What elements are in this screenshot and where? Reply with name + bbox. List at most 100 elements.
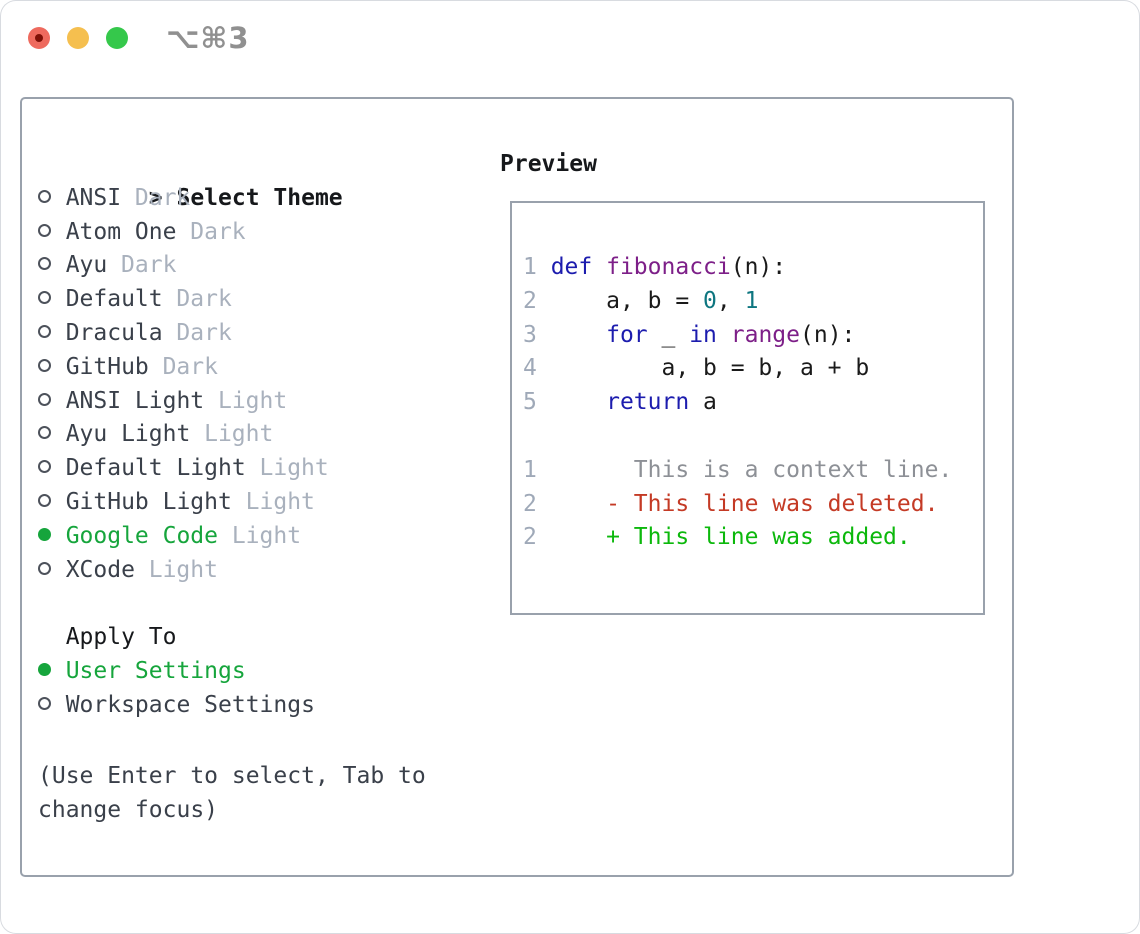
apply-to-title: Apply To — [65, 624, 177, 651]
radio-unselected-icon — [38, 426, 51, 440]
theme-variant-badge: Dark — [176, 286, 232, 313]
code-segment: This is a context line. — [536, 456, 953, 483]
code-line: 1 def fibonacci(n): — [523, 251, 983, 285]
radio-marker — [38, 486, 66, 520]
apply-to-label: Workspace Settings — [65, 691, 315, 718]
radio-marker — [38, 385, 66, 419]
code-segment: a — [689, 389, 717, 416]
code-segment — [717, 322, 731, 348]
window-titlebar: ⌥⌘3 — [0, 0, 1140, 76]
apply-to-option[interactable]: Workspace Settings — [38, 689, 426, 723]
selection-cursor-icon: > — [148, 184, 163, 211]
theme-name: ANSI Light — [65, 387, 205, 414]
select-theme-title: Select Theme — [176, 184, 343, 211]
radio-selected-icon — [38, 527, 51, 541]
code-segment: 1 — [523, 254, 551, 280]
code-line: 1 This is a context line. — [523, 454, 983, 488]
select-theme-header[interactable]: > Select Theme — [38, 148, 426, 211]
theme-list-item[interactable]: ANSI Dark — [38, 182, 426, 216]
radio-selected-icon — [38, 662, 51, 676]
keyboard-hint: (Use Enter to select, Tab to change focu… — [38, 760, 426, 828]
code-segment — [537, 389, 606, 415]
code-segment: 2 — [523, 287, 537, 314]
theme-list-item[interactable]: Dracula Dark — [38, 317, 426, 351]
theme-name: XCode — [65, 556, 135, 583]
theme-list-item[interactable]: XCode Light — [38, 554, 426, 588]
theme-variant-badge: Light — [259, 455, 329, 482]
radio-marker — [38, 317, 66, 351]
close-button[interactable] — [28, 27, 50, 49]
code-line: 2 + This line was added. — [523, 521, 983, 555]
theme-name: Ayu — [65, 252, 108, 279]
minimize-button[interactable] — [67, 27, 89, 49]
code-segment: 1 — [523, 456, 537, 483]
code-segment: for — [606, 321, 648, 348]
window-title: ⌥⌘3 — [166, 21, 250, 55]
code-segment: in — [689, 321, 717, 348]
radio-marker — [38, 655, 66, 689]
code-line: 4 a, b = b, a + b — [523, 352, 983, 386]
radio-unselected-icon — [38, 223, 51, 237]
theme-list-item[interactable]: Default Light Light — [38, 452, 426, 486]
keyboard-hint-line: change focus) — [38, 797, 219, 824]
theme-name: GitHub Light — [65, 488, 232, 515]
theme-variant-badge: Light — [245, 488, 315, 515]
code-segment: _ — [647, 321, 690, 348]
apply-to-option[interactable]: User Settings — [38, 655, 426, 689]
theme-list-item[interactable]: Default Dark — [38, 283, 426, 317]
code-segment: 1 — [744, 287, 759, 314]
theme-name: ANSI — [65, 184, 122, 211]
theme-list-item[interactable]: GitHub Light Light — [38, 486, 426, 520]
theme-name: Default Light — [65, 455, 246, 482]
theme-name: Default — [65, 286, 163, 313]
radio-unselected-icon — [38, 257, 51, 271]
code-segment: range — [730, 321, 801, 348]
code-segment: a, b = b, a + b — [536, 355, 870, 382]
theme-list-item[interactable]: Ayu Dark — [38, 249, 426, 283]
theme-variant-badge: Dark — [134, 184, 191, 211]
radio-marker — [38, 520, 66, 554]
code-segment: a, b = — [536, 287, 704, 314]
code-segment: + This line was added. — [536, 524, 911, 551]
maximize-button[interactable] — [106, 27, 128, 49]
keyboard-hint-line: (Use Enter to select, Tab to — [38, 763, 426, 790]
theme-variant-badge: Light — [204, 421, 274, 448]
radio-unselected-icon — [38, 696, 51, 710]
code-line: 2 a, b = 0, 1 — [523, 285, 983, 319]
theme-variant-badge: Dark — [176, 319, 232, 346]
code-segment: return — [606, 389, 690, 416]
theme-variant-badge: Dark — [121, 252, 177, 279]
radio-unselected-icon — [38, 358, 51, 372]
code-line — [523, 420, 983, 454]
code-segment: 3 — [523, 321, 537, 348]
radio-marker — [38, 418, 66, 452]
radio-marker — [38, 216, 66, 250]
theme-variant-badge: Dark — [162, 353, 218, 380]
apply-to-label: User Settings — [65, 657, 246, 684]
radio-marker — [38, 182, 66, 216]
code-line: 5 return a — [523, 386, 983, 420]
code-segment — [537, 322, 606, 348]
theme-variant-badge: Dark — [190, 218, 246, 245]
code-segment — [592, 254, 606, 280]
radio-unselected-icon — [38, 324, 51, 338]
radio-marker — [38, 452, 66, 486]
code-line: 3 for _ in range(n): — [523, 319, 983, 353]
code-segment: - This line was deleted. — [536, 490, 939, 517]
code-segment: 0 — [703, 287, 717, 314]
theme-variant-badge: Light — [148, 556, 218, 583]
theme-name: Google Code — [65, 522, 219, 549]
radio-unselected-icon — [38, 561, 51, 575]
code-segment: 2 — [523, 490, 537, 517]
code-segment: , — [716, 287, 745, 314]
theme-name: Dracula — [65, 319, 163, 346]
